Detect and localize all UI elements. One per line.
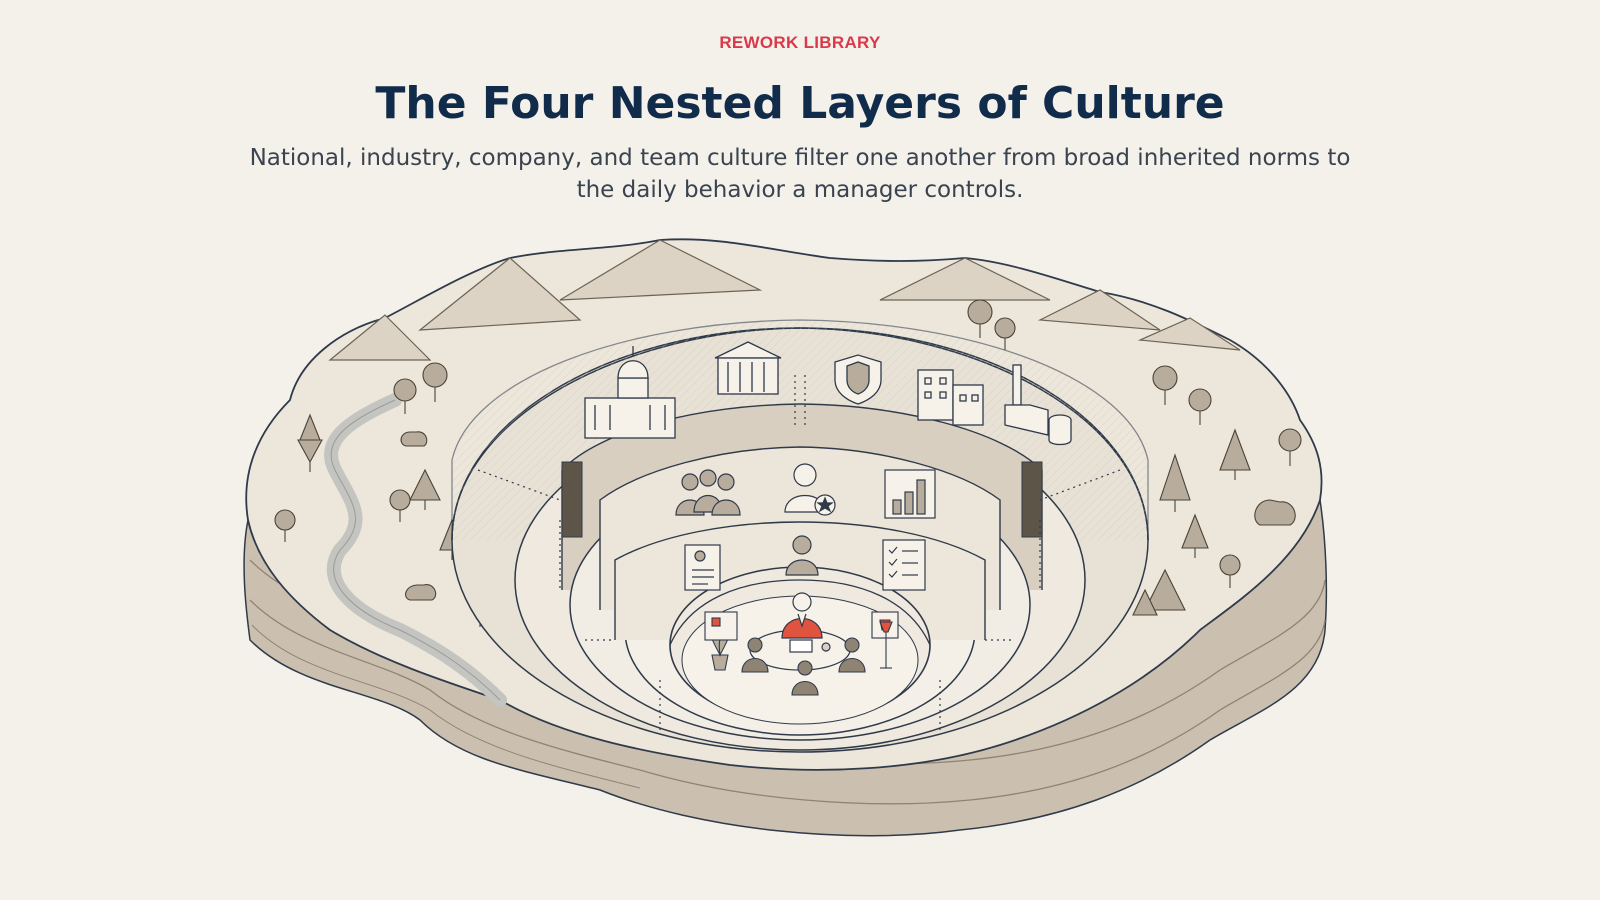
shield-icon	[834, 354, 882, 405]
page-title: The Four Nested Layers of Culture	[375, 78, 1225, 129]
floor-lamp-icon	[879, 621, 893, 669]
profile-card-icon	[684, 544, 721, 591]
nested-culture-illustration	[243, 238, 1328, 837]
office-building-icon	[917, 369, 984, 426]
person-icon	[785, 535, 819, 576]
eyebrow-label: REWORK LIBRARY	[719, 33, 881, 52]
courthouse-icon	[714, 341, 782, 395]
capitol-icon	[584, 346, 676, 439]
mountains-icon	[328, 239, 1241, 361]
factory-icon	[1004, 364, 1072, 446]
page-subtitle: National, industry, company, and team cu…	[249, 145, 1351, 203]
group-icon	[675, 469, 741, 516]
bar-chart-icon	[884, 469, 936, 519]
dotted-flow-lines	[477, 375, 1121, 730]
checklist-icon	[882, 539, 926, 591]
team-members-icon	[741, 637, 866, 696]
employee-star-icon	[784, 463, 836, 516]
manager-icon	[781, 592, 823, 639]
